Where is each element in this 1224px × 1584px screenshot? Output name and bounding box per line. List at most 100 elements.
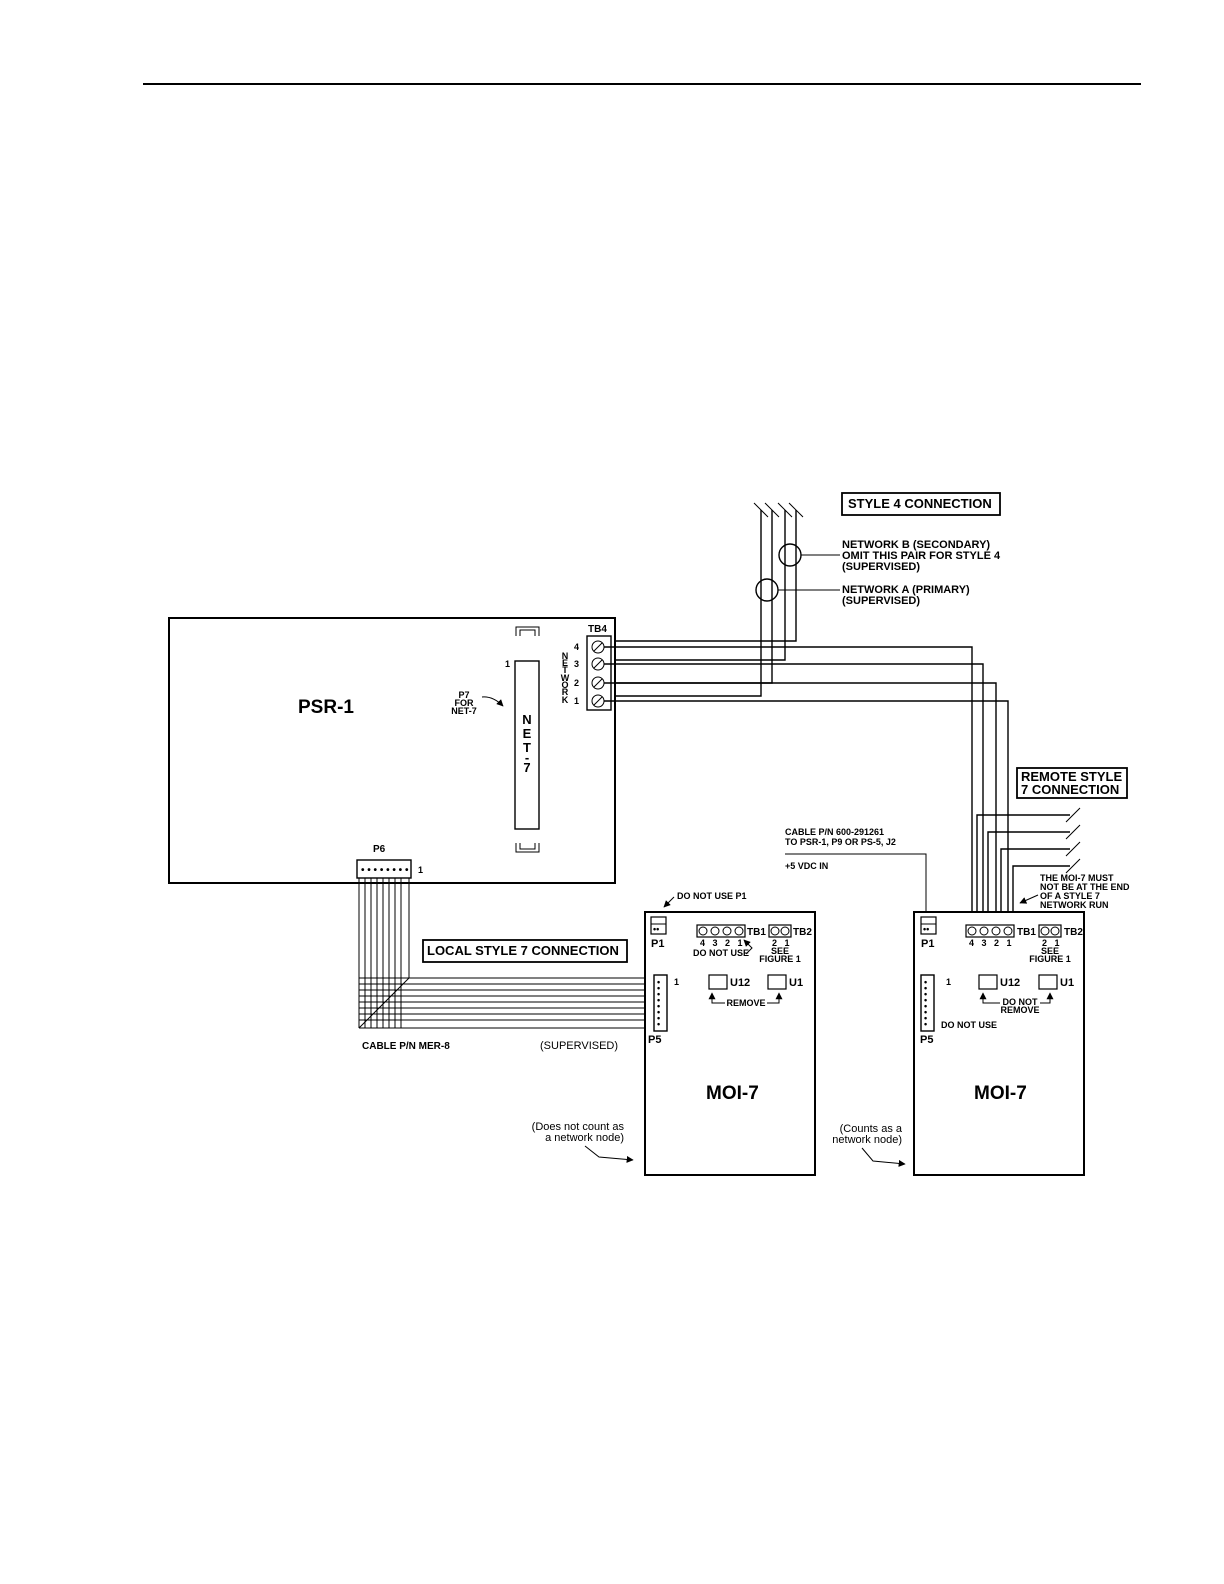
moi7-left-p5-pins: •	[657, 977, 660, 987]
moi7-right-node-note-2: network node)	[832, 1134, 902, 1146]
vdc-label: +5 VDC IN	[785, 861, 828, 871]
remote-wire-4	[604, 646, 973, 912]
slot-letter-4: 7	[523, 760, 530, 775]
cable-note-2: TO PSR-1, P9 OR PS-5, J2	[785, 837, 896, 847]
moi7-left-p1-pins: ••	[653, 924, 659, 934]
remote-heading-box	[1016, 767, 1128, 799]
moi7-right-p5-note: DO NOT USE	[941, 1020, 997, 1030]
remote-wire-2	[604, 682, 997, 912]
moi7-left-chip-arrow-2	[767, 992, 783, 1004]
svg-text:•: •	[657, 1007, 660, 1017]
moi7-left-u12	[708, 974, 728, 990]
psr1-title: PSR-1	[298, 697, 354, 718]
svg-text:•: •	[924, 983, 927, 993]
svg-text:•: •	[924, 1007, 927, 1017]
moi7-right-p1-label: P1	[921, 938, 934, 950]
network-a-label-2: (SUPERVISED)	[842, 595, 920, 607]
p6-pins: • • • • • • • •	[361, 865, 409, 876]
net7-slot	[514, 660, 540, 830]
moi7-right-chip-note-2: REMOVE	[1000, 1005, 1039, 1015]
network-b-label-1: NETWORK B (SECONDARY)	[842, 539, 990, 551]
moi7-left-tb1-arrow	[743, 939, 753, 955]
network-letter-1: E	[562, 658, 568, 668]
moi7-left-outline	[644, 911, 816, 1176]
local-cable-label: CABLE P/N MER-8	[362, 1041, 450, 1052]
moi7-right-node-arrow	[861, 1147, 906, 1167]
p7-arrow	[481, 696, 504, 707]
remote-branch-3	[1000, 848, 1070, 912]
local-heading-box	[422, 939, 628, 963]
svg-text:•: •	[657, 1013, 660, 1023]
p6-connector	[356, 859, 412, 879]
wire-style4-4	[604, 510, 797, 642]
tb4-label: TB4	[588, 624, 607, 635]
svg-text:•: •	[657, 983, 660, 993]
ribbon-vertical	[358, 878, 410, 1028]
moi7-left-p5-label: P5	[648, 1034, 661, 1046]
moi7-left-chip-note: REMOVE	[726, 998, 765, 1008]
local-style7: LOCAL STYLE 7 CONNECTION CABLE P/N MER-8…	[358, 878, 654, 1052]
moi7-left-chip-arrow-1	[708, 992, 725, 1004]
end-note-2: NOT BE AT THE END	[1040, 882, 1130, 892]
end-note-arrow	[1019, 894, 1039, 904]
moi7-left-tb1-label: TB1	[747, 927, 766, 938]
slot-letter-1: E	[523, 726, 532, 741]
wire-style4-1	[604, 510, 762, 697]
remote-wire-1	[604, 700, 1009, 912]
moi7-left-p5	[653, 974, 668, 1032]
svg-text:•: •	[924, 1013, 927, 1023]
moi7-right-u1	[1038, 974, 1058, 990]
end-note-4: NETWORK RUN	[1040, 900, 1109, 910]
local-supervised-label: (SUPERVISED)	[540, 1040, 618, 1052]
moi7-right-tb1-label: TB1	[1017, 927, 1036, 938]
moi7-left-tb1-nums: 4 3 2 1	[700, 938, 743, 948]
net7-slot-label: N E T - 7	[522, 712, 531, 775]
moi7-left-node-note-1: (Does not count as	[532, 1121, 625, 1133]
wire-style4-3	[604, 510, 786, 661]
svg-text:•: •	[924, 1019, 927, 1029]
moi7-right-p5-label: P5	[920, 1034, 933, 1046]
network-b-pair-circle	[778, 543, 802, 567]
slot-letter-0: N	[522, 712, 531, 727]
cable-note-1: CABLE P/N 600-291261	[785, 827, 884, 837]
remote-branch-4	[1012, 865, 1070, 912]
p7-note-3: NET-7	[451, 706, 477, 716]
moi7-left-see-fig-1: SEE	[771, 946, 789, 956]
moi7-left-tb1	[696, 924, 746, 938]
moi7-right-chip-note-1: DO NOT	[1003, 997, 1039, 1007]
moi7-left-u12-label: U12	[730, 977, 750, 989]
moi7-right-chip-arrow-2	[1040, 992, 1054, 1004]
svg-text:•: •	[924, 989, 927, 999]
network-letter-6: K	[562, 695, 569, 705]
moi7-left-see-fig-2: FIGURE 1	[759, 954, 801, 964]
p7-note-2: FOR	[455, 698, 474, 708]
network-letter-4: O	[561, 680, 568, 690]
moi7-right-tb2	[1038, 924, 1062, 938]
moi7-right-u12	[978, 974, 998, 990]
slot-letter-2: T	[523, 740, 531, 755]
tb4-block	[586, 635, 612, 711]
top-bracket	[515, 626, 540, 636]
tb4-term-4: 4	[574, 642, 579, 652]
remote-heading-1: REMOTE STYLE	[1021, 769, 1122, 784]
remote-style7-wires: REMOTE STYLE 7 CONNECTION THE MOI-7 MUST…	[604, 646, 1130, 918]
remote-branch-2	[987, 831, 1070, 912]
moi7-right-u1-label: U1	[1060, 977, 1074, 989]
svg-text:•: •	[657, 1001, 660, 1011]
moi7-left-tb2-label: TB2	[793, 927, 812, 938]
moi7-left-p1-label: P1	[651, 938, 664, 950]
ribbon-fold	[358, 977, 410, 1029]
moi7-left-tb2-nums: 2 1	[772, 938, 790, 948]
moi7-left-tb1-note: DO NOT USE	[693, 948, 749, 958]
svg-text:•: •	[657, 1019, 660, 1029]
remote-heading-2: 7 CONNECTION	[1021, 782, 1119, 797]
network-letter-0: N	[562, 651, 569, 661]
network-b-label-2: OMIT THIS PAIR FOR STYLE 4	[842, 550, 1001, 562]
network-a-label-1: NETWORK A (PRIMARY)	[842, 584, 970, 596]
moi7-right-chip-arrow-1	[979, 992, 1000, 1004]
end-note-1: THE MOI-7 MUST	[1040, 873, 1114, 883]
slot-letter-3: -	[525, 750, 529, 765]
net7-slot-pin: 1	[505, 659, 510, 669]
network-a-pair-circle	[755, 578, 779, 602]
